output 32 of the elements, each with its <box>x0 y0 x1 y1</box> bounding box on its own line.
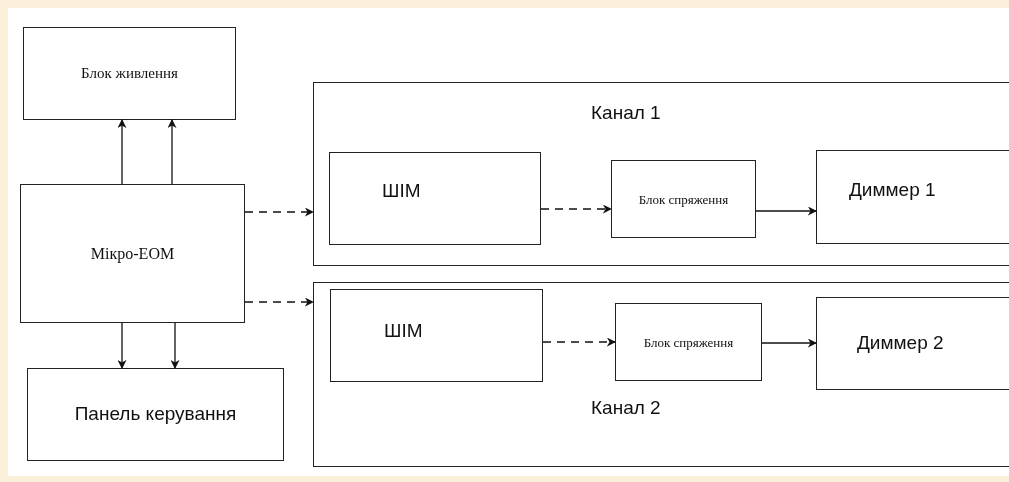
block-label: Диммер 2 <box>857 331 944 356</box>
block-box <box>611 160 756 238</box>
arrow <box>117 119 127 185</box>
block-box <box>330 289 543 382</box>
group-title: Канал 2 <box>591 395 661 420</box>
block-box <box>23 27 236 120</box>
arrow <box>542 337 616 347</box>
block-label: Блок спряження <box>643 333 734 351</box>
block-label: Панель керування <box>74 402 237 427</box>
arrow <box>167 119 177 185</box>
block-box <box>615 303 762 381</box>
arrow <box>170 322 180 369</box>
block-box <box>329 152 541 245</box>
block-label: Мікро-ЕОМ <box>90 243 175 265</box>
arrow <box>117 322 127 369</box>
block-label: Блок живлення <box>81 64 178 84</box>
block-label: Диммер 1 <box>849 177 936 202</box>
arrow <box>244 297 314 307</box>
block-box <box>27 368 284 461</box>
channel-group <box>313 282 1009 467</box>
block-box <box>816 150 1009 244</box>
group-title: Канал 1 <box>591 101 661 125</box>
channel-group <box>313 82 1009 266</box>
arrow <box>244 207 314 217</box>
block-label: Блок спряження <box>638 190 729 208</box>
arrow <box>540 204 612 214</box>
block-box <box>20 184 245 323</box>
block-label: ШІМ <box>382 179 421 204</box>
arrow <box>755 206 817 216</box>
block-label: ШІМ <box>384 319 423 344</box>
block-box <box>816 297 1009 390</box>
arrow <box>761 338 817 348</box>
